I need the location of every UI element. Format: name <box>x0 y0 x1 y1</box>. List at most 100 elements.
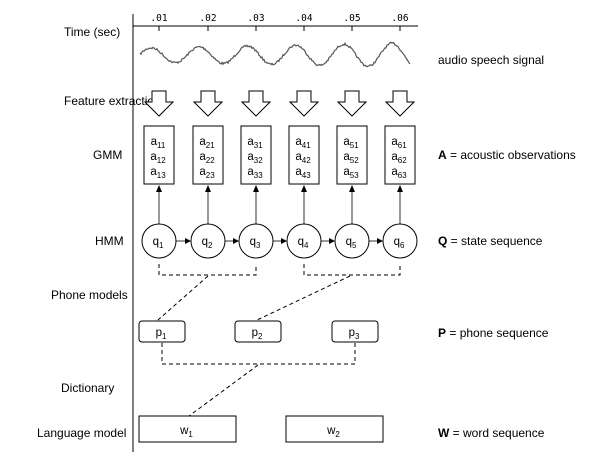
observation-symbol-subscript: 13 <box>157 171 166 180</box>
phone-box: p2 <box>234 320 282 343</box>
phone-symbol-subscript: 2 <box>258 332 263 341</box>
word-box-frame <box>285 415 384 443</box>
emission-arrow-head <box>349 185 355 192</box>
transition-arrow-head <box>233 238 239 244</box>
feature-extraction-arrow <box>192 90 224 117</box>
emission-arrow-head <box>205 185 211 192</box>
observation-symbol: a22 <box>199 151 215 165</box>
observation-symbol: a53 <box>343 166 359 180</box>
phone-symbol: p2 <box>252 327 263 341</box>
word-symbol: w1 <box>179 425 193 439</box>
state-symbol-subscript: 2 <box>208 241 213 250</box>
phone-box: p3 <box>331 320 379 343</box>
state-symbol: q2 <box>202 236 213 250</box>
phone-word-grouping <box>161 343 356 417</box>
word-symbol: w2 <box>326 425 340 439</box>
transition-arrow-head <box>329 238 335 244</box>
legend-phone-text: = phone sequence <box>446 326 549 340</box>
word-sequence: w1 w2 <box>138 415 384 443</box>
observation-symbol-letter: a <box>295 151 302 163</box>
state-symbol: q5 <box>346 236 357 250</box>
observation-symbol: a13 <box>150 166 166 180</box>
observation-symbol-subscript: 53 <box>350 171 359 180</box>
phone-box: p1 <box>138 320 186 343</box>
observation-symbol-letter: a <box>247 136 254 148</box>
phone-group-connector <box>188 364 259 417</box>
state-symbol: q6 <box>394 236 405 250</box>
tick-label: .04 <box>295 13 312 24</box>
hmm-state: q5 <box>334 223 370 259</box>
phone-box-frame <box>138 320 186 343</box>
observation-box-frame <box>240 125 272 185</box>
observation-symbol-letter: a <box>391 151 398 163</box>
state-symbol-subscript: 1 <box>159 241 164 250</box>
gmm-observation-boxes: a11a12a13a21a22a23a31a32a33a41a42a43a51a… <box>143 125 416 185</box>
observation-symbol-subscript: 62 <box>398 156 407 165</box>
tick-label: .06 <box>391 13 408 24</box>
observation-symbol: a21 <box>199 136 215 150</box>
row-label-hmm: HMM <box>95 234 124 248</box>
legend-word-sequence: W = word sequence <box>438 426 545 440</box>
observation-symbol: a42 <box>295 151 311 165</box>
word-box: w2 <box>285 415 384 443</box>
feature-extraction-arrows <box>143 90 416 117</box>
observation-symbol: a62 <box>391 151 407 165</box>
tick-label: .03 <box>247 13 264 24</box>
phone-symbol-subscript: 1 <box>162 332 167 341</box>
legend-acoustic-observations: A = acoustic observations <box>438 148 576 162</box>
state-symbol-subscript: 4 <box>304 241 309 250</box>
time-axis-ticks: .01.02.03.04.05.06 <box>150 13 409 31</box>
observation-symbol: a31 <box>247 136 263 150</box>
word-box-frame <box>138 415 237 443</box>
legend-state-text: = state sequence <box>447 234 542 248</box>
state-symbol: q4 <box>298 236 309 250</box>
hmm-state-circle <box>382 223 418 259</box>
feature-extraction-arrow <box>143 90 175 117</box>
legend-phone-key: P <box>438 326 446 340</box>
phone-box-frame <box>234 320 282 343</box>
hmm-state: q6 <box>382 223 418 259</box>
observation-box-frame <box>288 125 320 185</box>
word-box: w1 <box>138 415 237 443</box>
observation-box-frame <box>192 125 224 185</box>
observation-symbol-letter: a <box>343 151 350 163</box>
phone-group-bracket <box>161 343 356 365</box>
observation-symbol-letter: a <box>150 151 157 163</box>
observation-symbol-letter: a <box>151 136 158 148</box>
observation-symbol: a11 <box>151 136 166 150</box>
state-group-connector-2 <box>256 275 351 321</box>
legend-state-sequence: Q = state sequence <box>438 234 543 248</box>
observation-symbol-letter: a <box>247 151 254 163</box>
observation-symbol-subscript: 31 <box>254 141 263 150</box>
state-phone-grouping <box>157 264 401 321</box>
observation-symbol-letter: a <box>391 166 398 178</box>
observation-symbol-subscript: 51 <box>350 141 359 150</box>
feature-extraction-arrow <box>240 90 272 117</box>
phone-symbol: p1 <box>156 327 167 341</box>
phone-symbol-letter: p <box>349 327 355 339</box>
legend-state-key: Q <box>438 234 447 248</box>
state-symbol: q1 <box>153 236 164 250</box>
observation-symbol-letter: a <box>295 136 302 148</box>
word-symbol-subscript: 2 <box>335 430 340 439</box>
hmm-state: q1 <box>141 223 177 259</box>
state-group-bracket-1 <box>158 264 257 276</box>
observation-symbol: a61 <box>391 136 407 150</box>
observation-symbol-subscript: 43 <box>302 171 311 180</box>
observation-symbol-subscript: 11 <box>157 141 166 150</box>
legend-acoustic-key: A <box>438 148 447 162</box>
observation-symbol-subscript: 63 <box>398 171 407 180</box>
row-label-dictionary: Dictionary <box>61 381 114 395</box>
observation-symbol-letter: a <box>247 166 254 178</box>
observation-symbol-subscript: 32 <box>254 156 263 165</box>
emission-arrow-head <box>397 185 403 192</box>
state-symbol-letter: q <box>250 236 256 248</box>
word-symbol-subscript: 1 <box>188 430 193 439</box>
tick-label: .02 <box>199 13 216 24</box>
state-symbol-letter: q <box>346 236 352 248</box>
